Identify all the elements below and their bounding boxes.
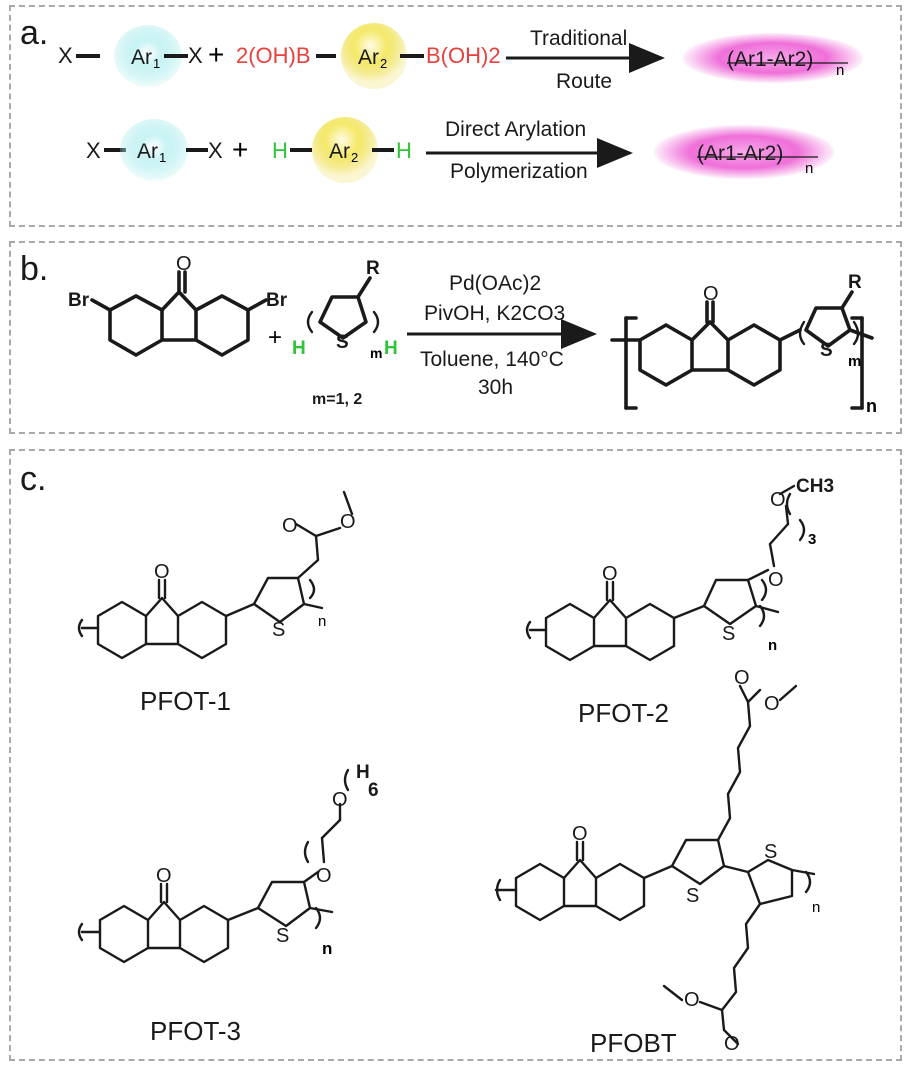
pfobt-oxygen-top-ester: O: [764, 693, 780, 715]
pfot2-n: n: [768, 637, 777, 654]
pfot3-h: H: [356, 762, 370, 783]
sulfur-b: S: [336, 332, 349, 353]
panel-b-label: b.: [20, 250, 49, 288]
pfot2-name: PFOT-2: [578, 698, 669, 728]
condition-time: 30h: [478, 376, 513, 399]
product-n-b: n: [866, 396, 877, 416]
panel-c-label: c.: [20, 460, 47, 498]
pfot3-oxygen-ether: O: [316, 865, 332, 887]
panel-a: [9, 5, 902, 227]
arrow-label-polymerization: Polymerization: [450, 160, 588, 183]
pfot1-oxygen-carbonyl: O: [282, 515, 298, 537]
pfot2-ch3: CH3: [796, 476, 834, 497]
ar2-label-2: Ar: [329, 140, 350, 163]
pfot2-oxygen-ether: O: [768, 569, 784, 591]
x-right-label-2: X: [208, 138, 223, 163]
pfobt-n: n: [812, 899, 820, 916]
arrow-label-traditional: Traditional: [530, 27, 627, 50]
fluorenone-reactant: O Br Br: [68, 253, 288, 357]
x-left-label: X: [58, 43, 73, 68]
plus-a1: +: [208, 39, 224, 70]
boron-right-label: B(OH)2: [426, 43, 501, 68]
pfot3-oxygen-chain: O: [332, 789, 348, 811]
pfot2-oxygen-ketone: O: [602, 563, 618, 585]
br-right: Br: [266, 290, 288, 311]
h-right-label: H: [396, 138, 412, 163]
pfot3-sulfur: S: [276, 925, 289, 947]
structure-pfobt: O S S n O O O O PFOBT: [494, 667, 820, 1058]
product-r-b: R: [848, 272, 862, 293]
product-n-2: n: [805, 160, 813, 177]
pfot3-n: n: [322, 939, 332, 958]
ar2-bead-2: [312, 117, 378, 183]
panel-a-label: a.: [20, 14, 49, 52]
polymer-product-b: O R S m n: [610, 272, 877, 416]
ar1-sub-2: 1: [159, 150, 166, 165]
plus-a2: +: [232, 134, 248, 165]
pfot3-name: PFOT-3: [150, 1016, 241, 1046]
ar2-sub-2: 2: [351, 150, 358, 165]
ar1-bead-2: [120, 119, 188, 181]
thiophene-reactant: R S H H m m=1, 2: [292, 258, 398, 408]
pfot2-repeat: 3: [808, 531, 816, 548]
pfot3-oxygen-ketone: O: [156, 865, 172, 887]
h-left-b: H: [292, 338, 306, 359]
structure-pfot2: O S O O CH3 3 n PFOT-2: [525, 476, 834, 728]
pfobt-oxygen-bottom-carbonyl: O: [724, 1033, 740, 1055]
structure-pfot1: O S O O n PFOT-1: [77, 490, 356, 716]
pfot3-repeat: 6: [368, 780, 379, 801]
plus-b: +: [268, 324, 282, 351]
oxygen-b: O: [176, 253, 192, 275]
boron-left-label: 2(OH)B: [236, 43, 311, 68]
arrow-label-route: Route: [556, 70, 612, 93]
panel-b-scheme: O Br Br + R S H H m m=1, 2 Pd(OAc)2 PivO…: [68, 253, 877, 416]
product-glow-2: [654, 125, 834, 179]
condition-base: PivOH, K2CO3: [424, 302, 565, 325]
condition-catalyst: Pd(OAc)2: [449, 272, 541, 295]
product-oxygen-b: O: [703, 283, 719, 305]
ar2-sub: 2: [380, 56, 387, 71]
m-sub-b: m: [370, 345, 382, 361]
x-right-label: X: [188, 43, 203, 68]
product-glow-1: [683, 33, 863, 83]
ar1-bead: [114, 25, 182, 87]
ar2-bead: [341, 23, 407, 89]
h-left-label: H: [272, 138, 288, 163]
pfot1-sulfur: S: [272, 619, 285, 641]
panel-a-row2: X Ar 1 X + H Ar 2 H Direct Arylation Pol…: [86, 117, 834, 183]
panel-b: [9, 241, 902, 434]
pfot1-oxygen-ester: O: [340, 511, 356, 533]
pfot2-oxygen-chain: O: [770, 489, 786, 511]
pfobt-sulfur-1: S: [686, 885, 699, 907]
x-left-label-2: X: [86, 138, 101, 163]
r-group-b: R: [366, 258, 380, 279]
ar1-sub: 1: [153, 56, 160, 71]
h-right-b: H: [384, 338, 398, 359]
product-label-2: (Ar1-Ar2): [697, 142, 783, 165]
pfobt-name: PFOBT: [590, 1028, 677, 1058]
pfot2-sulfur: S: [722, 623, 735, 645]
product-s-b: S: [820, 340, 833, 361]
arrow-label-direct: Direct Arylation: [445, 118, 586, 141]
product-m-b: m: [848, 353, 861, 370]
ar1-label: Ar: [131, 46, 152, 69]
pfobt-oxygen-top-carbonyl: O: [734, 667, 750, 689]
panel-c: [9, 449, 902, 1061]
pfobt-oxygen-bottom-ester: O: [684, 989, 700, 1011]
pfobt-oxygen-ketone: O: [572, 823, 588, 845]
m-values: m=1, 2: [312, 391, 362, 408]
ar1-label-2: Ar: [137, 140, 158, 163]
br-left: Br: [68, 290, 90, 311]
pfot1-oxygen-ketone: O: [154, 561, 170, 583]
pfobt-sulfur-2: S: [764, 841, 777, 863]
structure-pfot3: O S O O H 6 n PFOT-3: [77, 762, 379, 1046]
pfot1-n: n: [318, 613, 326, 630]
product-n-1: n: [836, 62, 844, 79]
product-label-1: (Ar1-Ar2): [727, 48, 813, 71]
panel-a-row1: X Ar 1 X + 2(OH)B Ar 2 B(OH)2 Traditiona…: [58, 23, 863, 93]
ar2-label: Ar: [358, 46, 379, 69]
pfot1-name: PFOT-1: [140, 686, 231, 716]
condition-solvent: Toluene, 140°C: [420, 348, 564, 371]
